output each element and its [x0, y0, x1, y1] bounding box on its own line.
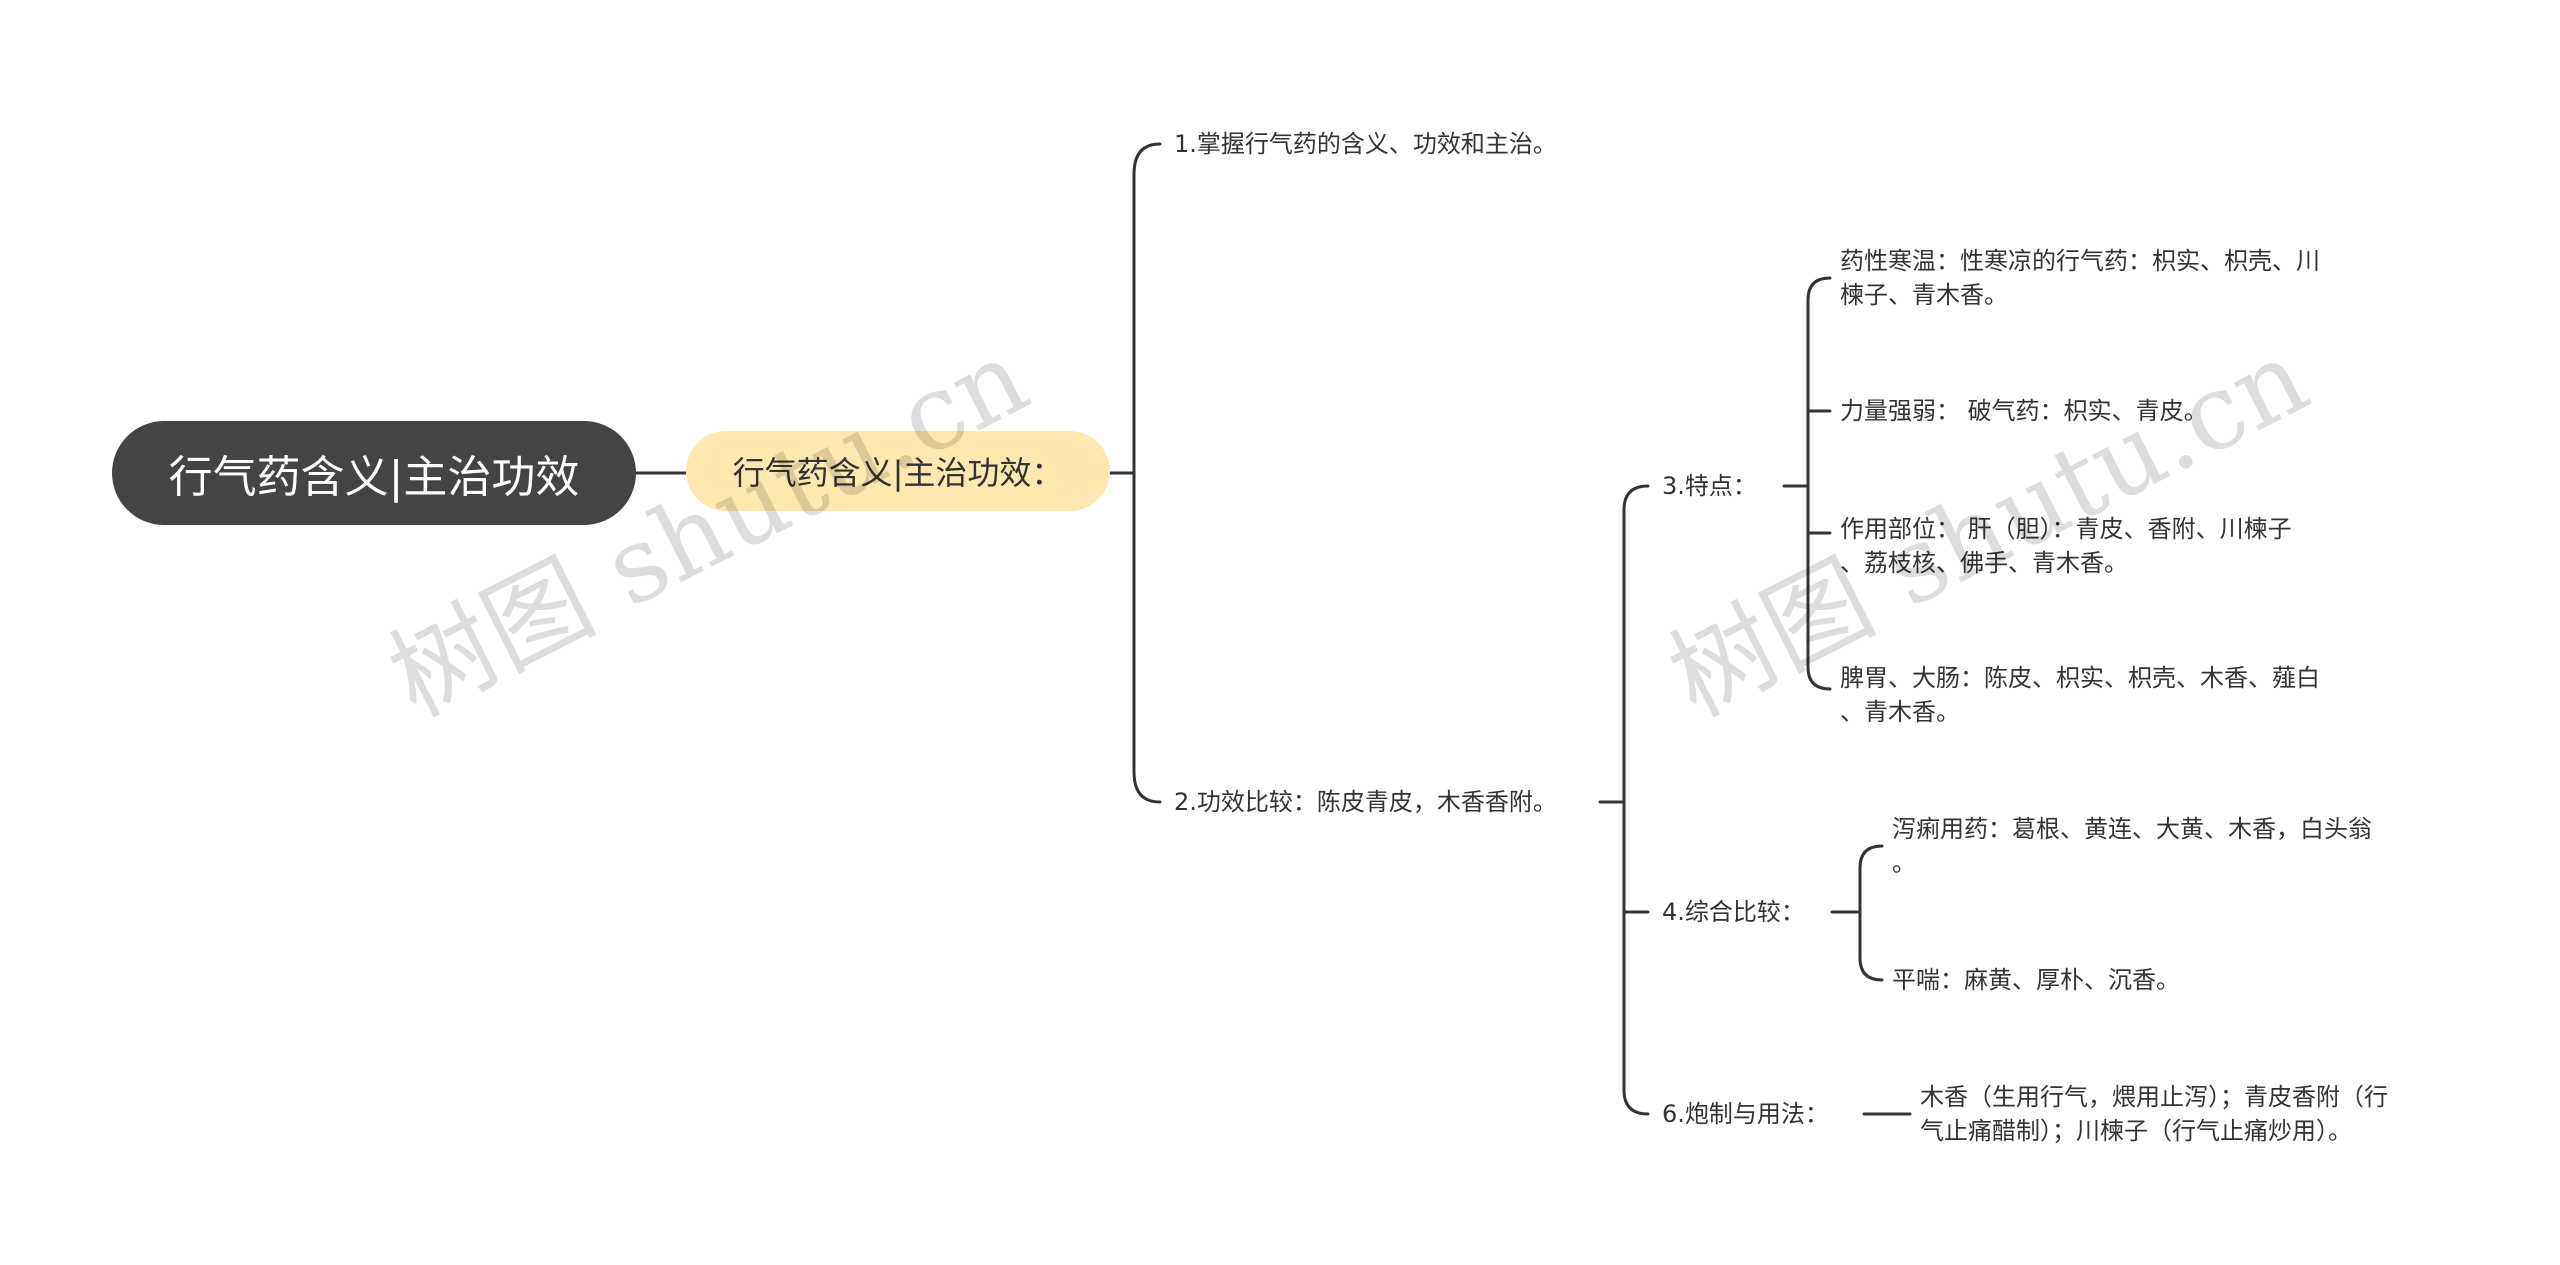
bracket-zonghe — [1858, 844, 1884, 982]
branch-2-label: 2.功效比较：陈皮青皮，木香香附。 — [1174, 788, 1557, 816]
leaf-line: 、荔枝核、佛手、青木香。 — [1840, 549, 2128, 577]
branch-1-node[interactable]: 1.掌握行气药的含义、功效和主治。 — [1174, 127, 1557, 161]
tedian-leaf-2[interactable]: 力量强弱： 破气药：枳实、青皮。 — [1840, 394, 2385, 428]
leaf-line: 、青木香。 — [1840, 698, 1960, 726]
paozhi-label: 6.炮制与用法： — [1662, 1100, 1829, 1128]
root-node[interactable]: 行气药含义|主治功效 — [112, 421, 636, 525]
tedian-leaf-4[interactable]: 脾胃、大肠：陈皮、枳实、枳壳、木香、薤白 、青木香。 — [1840, 661, 2385, 729]
leaf-line: 木香（生用行气，煨用止泻）；青皮香附（行 — [1920, 1083, 2388, 1111]
topic-node[interactable]: 行气药含义|主治功效： — [686, 431, 1110, 511]
tedian-label: 3.特点： — [1662, 472, 1757, 500]
zonghe-leaf-2[interactable]: 平喘：麻黄、厚朴、沉香。 — [1892, 963, 2437, 997]
tedian-leaf-1[interactable]: 药性寒温：性寒凉的行气药：枳实、枳壳、川 楝子、青木香。 — [1840, 244, 2385, 312]
leaf-line: 药性寒温：性寒凉的行气药：枳实、枳壳、川 — [1840, 247, 2320, 275]
leaf-line: 脾胃、大肠：陈皮、枳实、枳壳、木香、薤白 — [1840, 664, 2320, 692]
root-label: 行气药含义|主治功效 — [168, 452, 580, 503]
bracket-tedian — [1806, 276, 1832, 691]
topic-label: 行气药含义|主治功效： — [732, 454, 1064, 492]
leaf-line: 楝子、青木香。 — [1840, 281, 2008, 309]
leaf-line: 气止痛醋制）；川楝子（行气止痛炒用）。 — [1920, 1117, 2352, 1145]
leaf-line: 泻痢用药：葛根、黄连、大黄、木香，白头翁 — [1892, 815, 2372, 843]
paozhi-leaf-1[interactable]: 木香（生用行气，煨用止泻）；青皮香附（行 气止痛醋制）；川楝子（行气止痛炒用）。 — [1920, 1080, 2480, 1148]
branch-1-label: 1.掌握行气药的含义、功效和主治。 — [1174, 130, 1557, 158]
tedian-leaf-3[interactable]: 作用部位： 肝（胆）：青皮、香附、川楝子 、荔枝核、佛手、青木香。 — [1840, 512, 2385, 580]
leaf-line: 平喘：麻黄、厚朴、沉香。 — [1892, 966, 2180, 994]
bracket-level3 — [1622, 484, 1650, 1116]
branch-2-node[interactable]: 2.功效比较：陈皮青皮，木香香附。 — [1174, 785, 1557, 819]
tedian-node[interactable]: 3.特点： — [1662, 469, 1757, 503]
zonghe-node[interactable]: 4.综合比较： — [1662, 895, 1805, 929]
zonghe-label: 4.综合比较： — [1662, 898, 1805, 926]
bracket-level2 — [1132, 142, 1162, 804]
leaf-line: 。 — [1892, 849, 1916, 877]
leaf-line: 力量强弱： 破气药：枳实、青皮。 — [1840, 397, 2208, 425]
paozhi-node[interactable]: 6.炮制与用法： — [1662, 1097, 1829, 1131]
zonghe-leaf-1[interactable]: 泻痢用药：葛根、黄连、大黄、木香，白头翁 。 — [1892, 812, 2437, 880]
leaf-line: 作用部位： 肝（胆）：青皮、香附、川楝子 — [1840, 515, 2292, 543]
